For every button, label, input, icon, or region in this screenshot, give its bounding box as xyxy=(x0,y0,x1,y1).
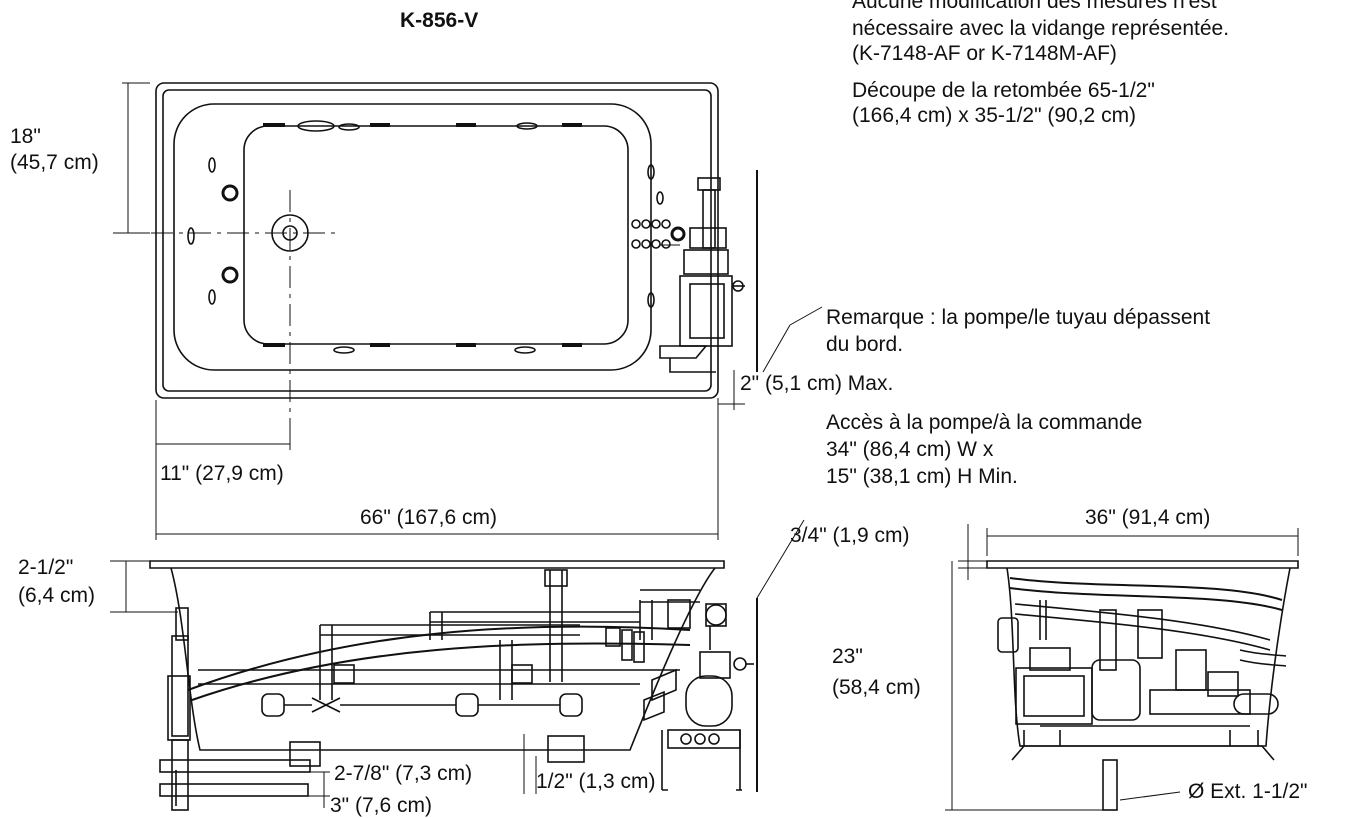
note-drain-models: (K-7148-AF or K-7148M-AF) xyxy=(852,42,1117,65)
plan-pump xyxy=(659,177,745,373)
end-pump xyxy=(1015,647,1279,725)
side-drain-pipe xyxy=(159,607,321,811)
note-no-modification-2: nécessaire avec la vidange représentée. xyxy=(852,17,1230,40)
end-elevation xyxy=(945,524,1299,811)
dim-rim-inch: 2-1/2" xyxy=(18,556,74,579)
access-1: Accès à la pompe/à la commande xyxy=(826,411,1143,434)
side-jets xyxy=(261,693,583,717)
side-elevation xyxy=(110,519,805,811)
model-title: K-856-V xyxy=(400,9,479,32)
pump-note-1: Remarque : la pompe/le tuyau dépassent xyxy=(826,306,1211,329)
note-no-modification-1: Aucune modification des mesures n'est xyxy=(852,0,1217,13)
side-valves xyxy=(605,599,727,722)
dim-18-cm: (45,7 cm) xyxy=(10,151,99,174)
plan-view xyxy=(113,82,823,540)
dim-drain-3: 3" (7,6 cm) xyxy=(330,794,432,817)
dim-length: 66" (167,6 cm) xyxy=(360,506,498,529)
dim-drain-offset: 11" (27,9 cm) xyxy=(160,462,284,485)
side-pump xyxy=(661,626,754,791)
dim-height-cm: (58,4 cm) xyxy=(832,676,921,699)
dim-height-inch: 23" xyxy=(832,645,863,668)
note-cutout-2: (166,4 cm) x 35-1/2" (90,2 cm) xyxy=(852,104,1137,127)
outlet-diameter: Ø Ext. 1-1/2" xyxy=(1188,780,1308,803)
dim-three-quarter: 3/4" (1,9 cm) xyxy=(790,524,910,547)
dim-18-inch: 18" xyxy=(10,125,41,148)
dim-width: 36" (91,4 cm) xyxy=(1085,506,1211,529)
pump-note-2: du bord. xyxy=(826,333,904,356)
dim-rim-cm: (6,4 cm) xyxy=(18,584,96,607)
pump-max: 2" (5,1 cm) Max. xyxy=(740,372,894,395)
dim-half-inch: 1/2" (1,3 cm) xyxy=(536,770,656,793)
access-3: 15" (38,1 cm) H Min. xyxy=(826,465,1018,488)
note-cutout-1: Découpe de la retombée 65-1/2" xyxy=(852,79,1155,102)
control-jets xyxy=(631,219,686,249)
dim-drain-278: 2-7/8" (7,3 cm) xyxy=(334,762,473,785)
access-2: 34" (86,4 cm) W x xyxy=(826,438,994,461)
